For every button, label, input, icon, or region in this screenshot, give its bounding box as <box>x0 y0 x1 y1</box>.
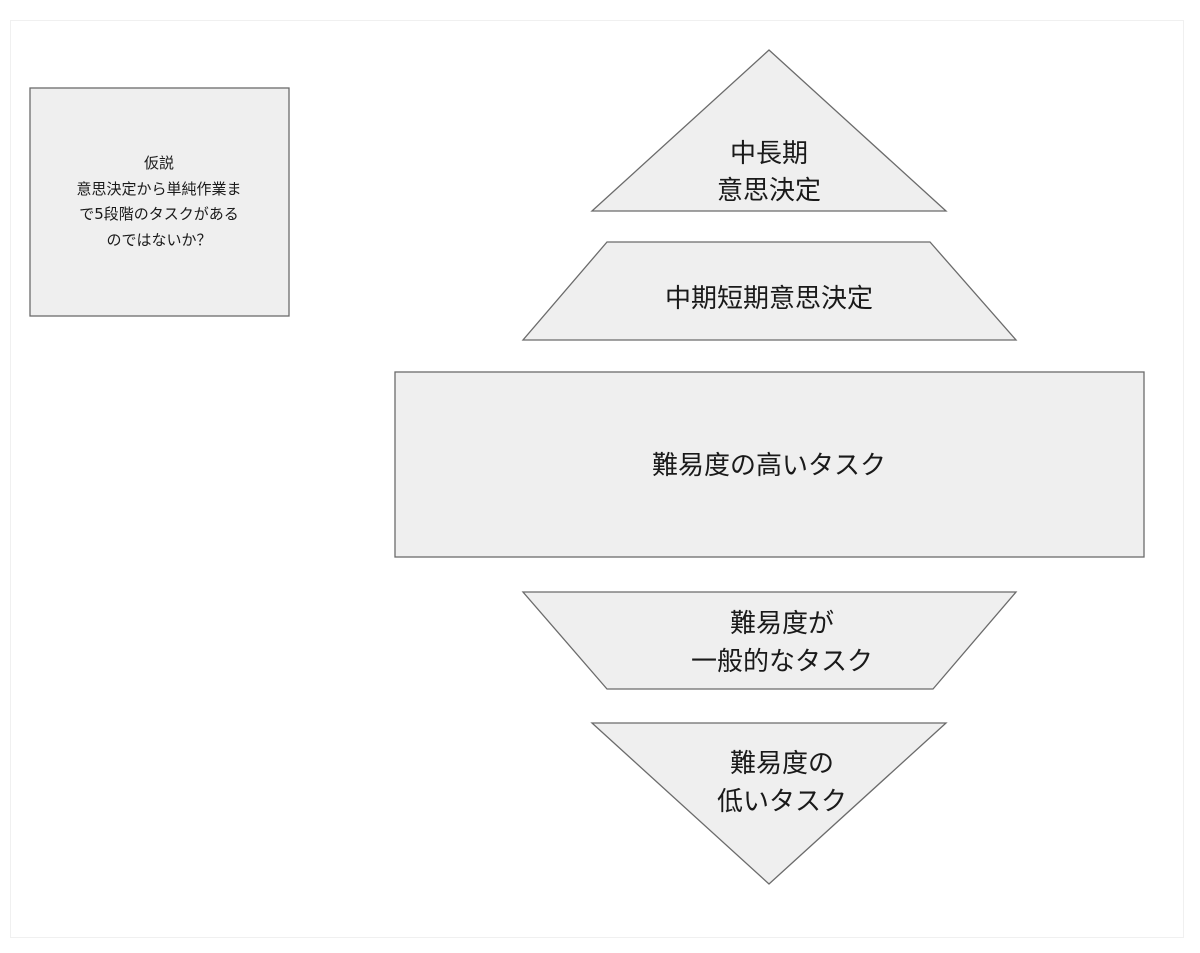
level-2-label: 中期短期意思決定 <box>665 284 873 314</box>
level-1-triangle: 中長期 意思決定 <box>590 49 948 212</box>
level-4-line-2: 一般的なタスク <box>691 647 873 677</box>
hypothesis-line-2: で5段階のタスクがある <box>79 205 239 223</box>
level-4-line-1: 難易度が <box>730 609 834 639</box>
level-2-trapezoid: 中期短期意思決定 <box>521 241 1018 341</box>
hypothesis-line-1: 意思決定から単純作業ま <box>76 180 241 198</box>
level-4-shape <box>521 591 1018 690</box>
level-1-shape <box>590 49 948 212</box>
level-1-line-2: 意思決定 <box>717 176 821 206</box>
hypothesis-box: 仮説 意思決定から単純作業ま で5段階のタスクがある のではないか？ <box>29 87 290 317</box>
level-4-trapezoid: 難易度が 一般的なタスク <box>521 591 1018 690</box>
level-5-triangle: 難易度の 低いタスク <box>590 722 948 885</box>
level-3-shape <box>394 371 1145 558</box>
level-3-rectangle: 難易度の高いタスク <box>394 371 1145 558</box>
hypothesis-rect <box>29 87 290 317</box>
level-3-label: 難易度の高いタスク <box>652 451 886 481</box>
level-1-line-1: 中長期 <box>730 139 808 169</box>
level-2-shape <box>521 241 1018 341</box>
level-5-line-2: 低いタスク <box>717 787 847 817</box>
hypothesis-title: 仮説 <box>144 154 174 172</box>
hypothesis-line-3: のではないか？ <box>106 231 211 249</box>
level-5-shape <box>590 722 948 885</box>
level-5-line-1: 難易度の <box>730 749 834 779</box>
